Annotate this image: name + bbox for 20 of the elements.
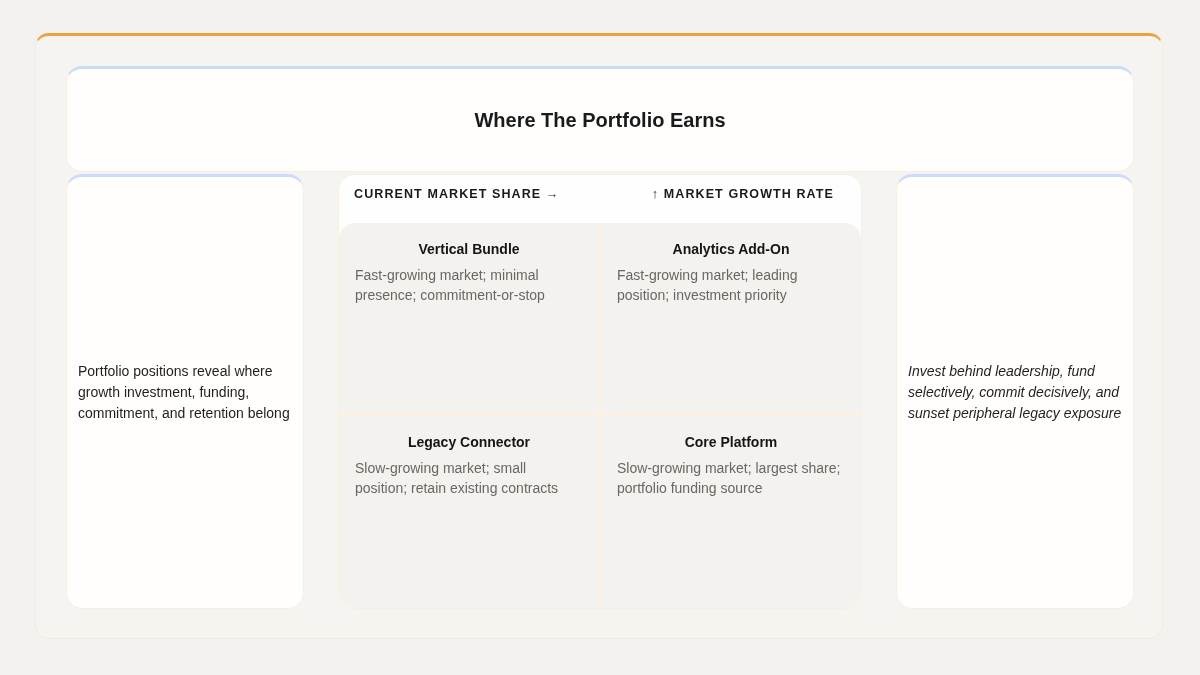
text-panel — [896, 174, 1134, 609]
quadrant-cell — [601, 223, 861, 416]
quadrant-description: Slow-growing market; largest share; portfolio funding source — [617, 459, 842, 498]
panel-text: Portfolio positions reveal where growth investment, funding, commitment, and retention belong — [78, 362, 291, 423]
quadrant-description: Slow-growing market; small position; retain existing contracts — [355, 459, 560, 498]
matrix-panel — [338, 174, 862, 609]
panel-text: Invest behind leadership, fund selectively, commit decisively, and sunset peripheral legacy exposure — [908, 362, 1123, 423]
quadrant-title: Core Platform — [683, 433, 779, 451]
quadrant-description: Fast-growing market; minimal presence; commitment-or-stop — [355, 266, 546, 305]
quadrant-title: Legacy Connector — [406, 433, 532, 451]
quadrant-cell — [601, 416, 861, 608]
diagram-title: Where The Portfolio Earns — [473, 108, 727, 132]
quadrant-cell — [339, 416, 601, 608]
quadrant-description: Fast-growing market; leading position; investment priority — [617, 266, 799, 305]
quadrant-title: Vertical Bundle — [417, 240, 521, 258]
quadrant-title: Analytics Add-On — [671, 240, 791, 258]
axis-label: CURRENT MARKET SHARE → — [354, 187, 560, 201]
text-panel — [66, 174, 304, 609]
axis-label: ↑ MARKET GROWTH RATE — [651, 187, 834, 201]
quadrant-cell — [339, 223, 601, 416]
